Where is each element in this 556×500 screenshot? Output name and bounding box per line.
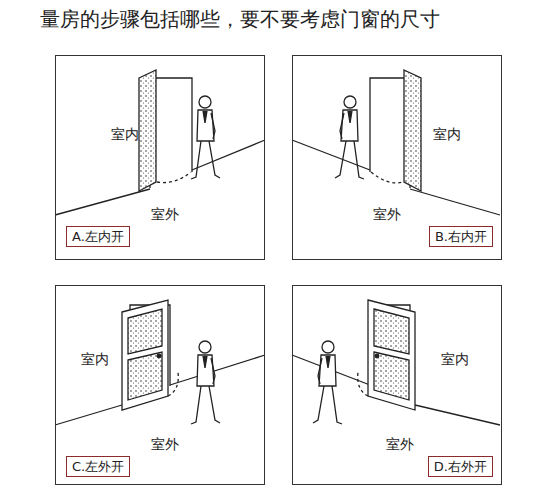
scene-panel: 室内室外 B.右内开 [292,55,502,260]
caption-box: D.右外开 [428,456,493,477]
caption-box: A.左内开 [66,226,130,247]
outdoor-label: 室外 [151,206,179,222]
caption-text: C.左外开 [72,459,124,474]
scene-panel: 室内室外 D.右外开 [292,285,502,485]
caption-box: C.左外开 [66,456,130,477]
outdoor-label: 室外 [151,436,179,452]
caption-box: B.右内开 [429,226,493,247]
caption-text: B.右内开 [435,229,487,244]
outdoor-label: 室外 [373,206,401,222]
scene-panel: 室内室外 C.左外开 [55,285,265,485]
indoor-label: 室内 [441,351,469,367]
indoor-label: 室内 [111,126,139,142]
title-text: 量房的步骤包括哪些，要不要考虑门窗的尺寸 [40,6,440,32]
outdoor-label: 室外 [386,436,414,452]
indoor-label: 室内 [81,351,109,367]
indoor-label: 室内 [433,126,461,142]
scene-panel: 室内室外 A.左内开 [55,55,265,260]
caption-text: D.右外开 [434,459,487,474]
caption-text: A.左内开 [72,229,124,244]
